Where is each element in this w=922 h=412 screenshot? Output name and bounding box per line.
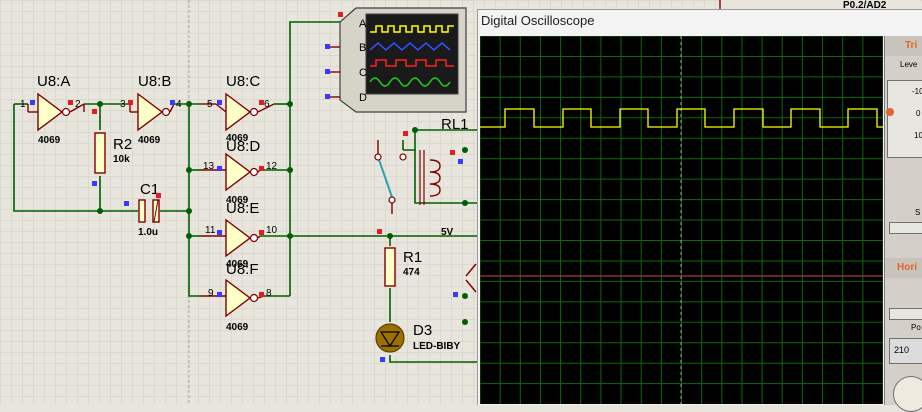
level-knob[interactable]: -10 0 10 [886, 80, 922, 158]
inverter-u8e[interactable]: U8:E 4069 11 10 [201, 200, 278, 270]
u8c-ref: U8:C [226, 73, 260, 90]
slope-slider[interactable] [889, 222, 922, 234]
time-value: 210 [894, 345, 910, 355]
level-tick-pos: 10 [914, 131, 922, 140]
scope-channel-a: A [359, 18, 367, 30]
horizontal-section-label: Hori [897, 262, 917, 273]
u8b-ref: U8:B [138, 73, 171, 90]
scope-channel-d: D [359, 92, 367, 104]
transistor-partial [465, 263, 477, 293]
u8b-pin-out: 4 [176, 99, 182, 110]
junction-dots [97, 101, 468, 325]
inverter-u8a[interactable]: U8:A 4069 1 2 [20, 73, 85, 146]
rl1-supply: 5V [441, 227, 454, 238]
inverter-u8c[interactable]: U8:C 4069 5 6 [201, 73, 275, 144]
oscilloscope-control-panel[interactable]: Tri Leve -10 0 10 S Hori Po 210 [884, 36, 922, 412]
led-d3[interactable]: D3 LED-BIBY [375, 322, 461, 353]
horizontal-slider[interactable] [889, 308, 922, 320]
position-label: Po [911, 323, 921, 332]
u8c-pin-in: 5 [207, 99, 213, 110]
time-value-box[interactable]: 210 [889, 338, 922, 364]
rl1-ref: RL1 [441, 116, 469, 133]
u8f-pin-out: 8 [266, 288, 272, 299]
u8a-ref: U8:A [37, 73, 70, 90]
r1-value: 474 [403, 267, 420, 278]
oscilloscope-window-title: Digital Oscilloscope [481, 13, 595, 28]
oscilloscope-screen [480, 36, 883, 404]
trigger-section-label: Tri [905, 40, 918, 51]
u8e-value: 4069 [226, 259, 249, 270]
u8a-pin-out: 2 [75, 99, 81, 110]
u8e-pin-in: 11 [205, 225, 216, 236]
u8f-ref: U8:F [226, 261, 259, 278]
r2-value: 10k [113, 154, 130, 165]
u8d-pin-out: 12 [266, 161, 278, 172]
u8b-value: 4069 [138, 135, 161, 146]
d3-ref: D3 [413, 322, 432, 339]
pin-markers [30, 12, 463, 362]
relay-rl1[interactable]: RL1 5V [374, 116, 469, 238]
inverter-u8d[interactable]: U8:D 4069 13 12 [201, 138, 278, 206]
scope-channel-c: C [359, 67, 367, 79]
u8e-pin-out: 10 [266, 225, 278, 236]
channel-a-trace [480, 108, 883, 128]
capacitor-c1[interactable]: C1 1.0u [138, 181, 160, 238]
r1-ref: R1 [403, 249, 422, 266]
u8d-ref: U8:D [226, 138, 260, 155]
u8f-value: 4069 [226, 322, 249, 333]
level-tick-neg: -10 [912, 87, 922, 96]
u8c-pin-out: 6 [264, 99, 270, 110]
corner-pin-label: P0.2/AD2 [843, 0, 887, 11]
u8e-ref: U8:E [226, 200, 259, 217]
u8d-value: 4069 [226, 195, 249, 206]
u8c-value: 4069 [226, 133, 249, 144]
u8d-pin-in: 13 [203, 161, 215, 172]
u8a-value: 4069 [38, 135, 61, 146]
level-label: Leve [900, 60, 918, 69]
scope-channel-b: B [359, 42, 366, 54]
d3-value: LED-BIBY [413, 341, 461, 352]
resistor-r2[interactable]: R2 10k [94, 132, 132, 174]
oscilloscope-instrument[interactable]: A B C D [330, 7, 467, 113]
corner-part: P0.2/AD2 [719, 0, 920, 11]
c1-value: 1.0u [138, 227, 158, 238]
timebase-knob[interactable] [893, 376, 922, 412]
level-tick-zero: 0 [916, 109, 921, 118]
oscilloscope-window[interactable]: Digital Oscilloscope Tri Leve -10 0 10 S… [477, 9, 922, 412]
u8a-pin-in: 1 [20, 99, 26, 110]
c1-ref: C1 [140, 181, 159, 198]
r2-ref: R2 [113, 136, 132, 153]
inverter-u8f[interactable]: U8:F 4069 9 8 [201, 261, 272, 333]
circuit-wires [13, 21, 478, 363]
slope-label: S [915, 208, 921, 217]
resistor-r1[interactable]: R1 474 [384, 247, 422, 287]
inverter-u8b[interactable]: U8:B 4069 3 4 [120, 73, 182, 146]
u8f-pin-in: 9 [208, 288, 214, 299]
level-marker-icon [886, 108, 894, 116]
u8b-pin-in: 3 [120, 99, 126, 110]
